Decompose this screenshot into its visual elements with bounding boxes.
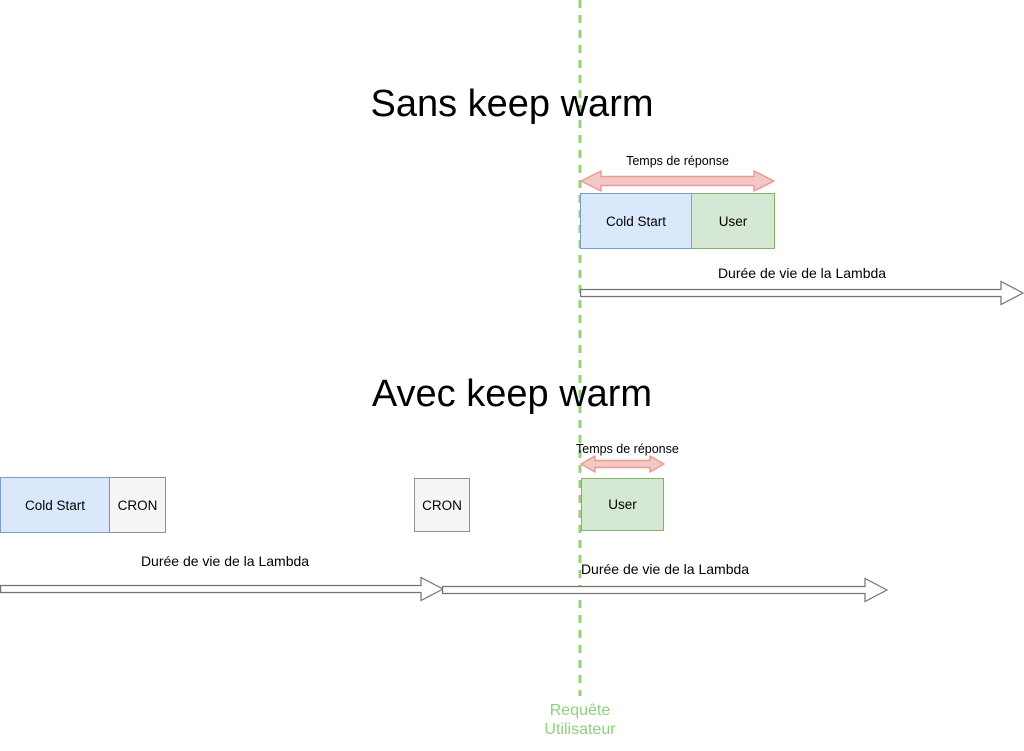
lambda-lifetime-label-avec-2: Durée de vie de la Lambda <box>580 561 750 577</box>
user-box-sans: User <box>691 193 775 249</box>
lambda-lifetime-label-avec-1: Durée de vie de la Lambda <box>140 553 310 569</box>
cron-label: CRON <box>117 497 158 513</box>
user-box-avec: User <box>581 478 664 531</box>
response-time-double-arrow-sans <box>580 170 775 192</box>
cold-start-label: Cold Start <box>24 497 86 513</box>
section-title-avec-keep-warm: Avec keep warm <box>371 373 653 415</box>
user-label: User <box>718 213 748 229</box>
cron-box-1: CRON <box>109 477 166 533</box>
lambda-lifetime-label-sans: Durée de vie de la Lambda <box>717 265 887 281</box>
user-label: User <box>608 497 637 512</box>
cold-start-box-sans: Cold Start <box>580 193 692 249</box>
request-time-dashed-line <box>578 0 582 696</box>
response-time-label-avec: Temps de réponse <box>576 442 679 456</box>
response-time-label-sans: Temps de réponse <box>626 154 729 168</box>
user-request-marker-line2: Utilisateur <box>544 721 616 738</box>
cold-start-box-avec: Cold Start <box>0 477 110 533</box>
lambda-lifetime-arrow-sans <box>580 280 1024 306</box>
cron-box-2: CRON <box>414 478 470 532</box>
user-request-marker-line1: Requête <box>549 702 611 719</box>
cold-start-label: Cold Start <box>605 213 667 229</box>
section-title-sans-keep-warm: Sans keep warm <box>370 83 654 125</box>
cron-label: CRON <box>422 497 462 513</box>
user-request-marker: Requête Utilisateur <box>480 701 680 739</box>
lambda-lifetime-arrow-avec-2 <box>442 577 888 603</box>
lambda-lifetime-arrow-avec-1 <box>0 576 444 602</box>
response-time-double-arrow-avec <box>580 455 665 473</box>
